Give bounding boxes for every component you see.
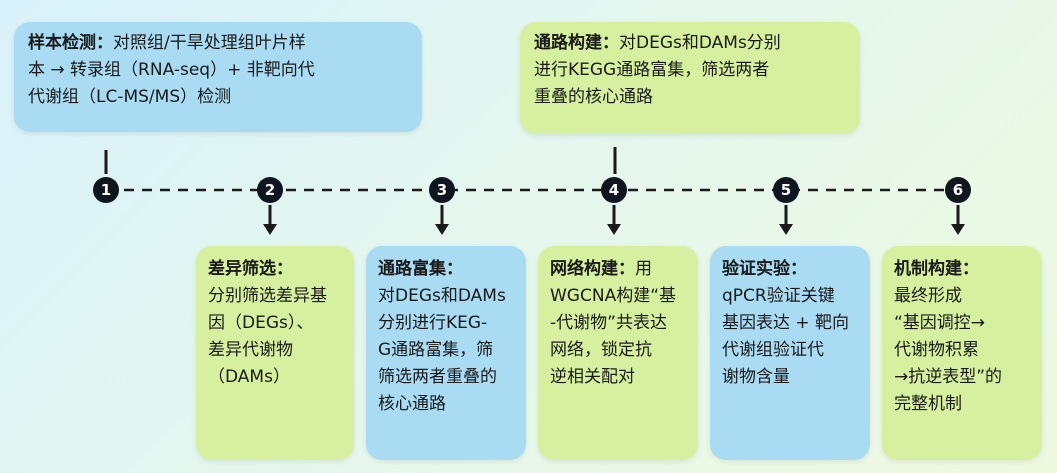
step-6-title: 机制构建： [894, 259, 979, 279]
step-4-title-suffix: 用 [635, 259, 652, 279]
step-3-box: 通路富集： 对DEGs和DAMs 分别进行KEG- G通路富集，筛 筛选两者重叠… [366, 246, 526, 460]
step-4-title: 网络构建： [550, 259, 635, 279]
step-node-6: 6 [945, 177, 971, 203]
step-3-body: 对DEGs和DAMs 分别进行KEG- G通路富集，筛 筛选两者重叠的 核心通路 [378, 286, 506, 414]
step-4-box: 网络构建：用 WGCNA构建“基 -代谢物”共表达 网络，锁定抗 逆相关配对 [538, 246, 698, 460]
step-node-3: 3 [429, 177, 455, 203]
step-1-body: 对照组/干旱处理组叶片样 本 → 转录组（RNA-seq）+ 非靶向代 代谢组（… [28, 33, 315, 107]
step-2-title: 差异筛选： [208, 259, 293, 279]
step-1-box: 样本检测：对照组/干旱处理组叶片样 本 → 转录组（RNA-seq）+ 非靶向代… [14, 22, 422, 132]
step-5-box: 验证实验： qPCR验证关键 基因表达 + 靶向 代谢组验证代 谢物含量 [710, 246, 870, 460]
step-1-text: 样本检测：对照组/干旱处理组叶片样 本 → 转录组（RNA-seq）+ 非靶向代… [28, 30, 408, 111]
top-step-title: 通路构建： [534, 33, 619, 53]
arrow-step-2 [263, 205, 277, 235]
step-4-body: WGCNA构建“基 -代谢物”共表达 网络，锁定抗 逆相关配对 [550, 286, 677, 387]
step-1-title: 样本检测： [28, 33, 113, 53]
top-step-text: 通路构建：对DEGs和DAMs分别 进行KEGG通路富集，筛选两者 重叠的核心通… [534, 30, 846, 111]
step-6-box: 机制构建： 最终形成 “基因调控→ 代谢物积累 →抗逆表型”的 完整机制 [882, 246, 1042, 460]
step-6-body: 最终形成 “基因调控→ 代谢物积累 →抗逆表型”的 完整机制 [894, 286, 1003, 414]
step-node-4: 4 [601, 177, 627, 203]
step-2-box: 差异筛选： 分别筛选差异基 因（DEGs）、 差异代谢物 （DAMs） [196, 246, 354, 460]
step-4-title-line: 网络构建：用 [550, 256, 686, 283]
step-node-5: 5 [773, 177, 799, 203]
arrow-step-4 [607, 205, 621, 235]
arrow-step-6 [951, 205, 965, 235]
step-3-title: 通路富集： [378, 259, 463, 279]
arrow-step-3 [435, 205, 449, 235]
step-node-1: 1 [93, 177, 119, 203]
step-node-2: 2 [257, 177, 283, 203]
top-step-box: 通路构建：对DEGs和DAMs分别 进行KEGG通路富集，筛选两者 重叠的核心通… [520, 22, 860, 134]
top-step-body-first: 对DEGs和DAMs分别 [619, 33, 781, 53]
arrow-step-5 [779, 205, 793, 235]
top-step-body: 进行KEGG通路富集，筛选两者 重叠的核心通路 [534, 60, 770, 107]
step-5-body: qPCR验证关键 基因表达 + 靶向 代谢组验证代 谢物含量 [722, 286, 850, 387]
step-2-body: 分别筛选差异基 因（DEGs）、 差异代谢物 （DAMs） [208, 286, 327, 387]
step-5-title: 验证实验： [722, 259, 807, 279]
